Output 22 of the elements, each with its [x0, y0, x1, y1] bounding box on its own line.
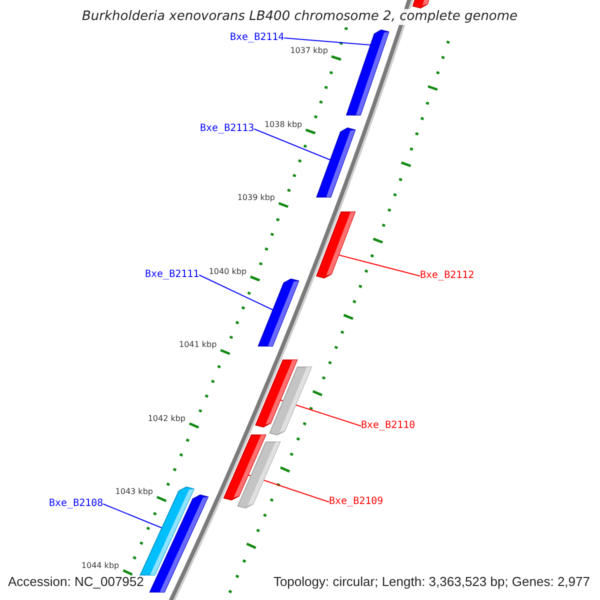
genome-info-text: Topology: circular; Length: 3,363,523 bp; Genes: 2,977 — [273, 574, 590, 590]
leader-line — [198, 274, 274, 310]
scale-label: 1041 kbp — [179, 340, 217, 350]
gene-segment — [316, 127, 356, 198]
leader-line — [284, 38, 372, 46]
accession-text: Accession: NC_007952 — [8, 574, 144, 590]
gene-label: Bxe_B2109 — [329, 496, 384, 508]
gene-segment — [346, 29, 390, 116]
leader-line — [254, 128, 331, 160]
gene-label: Bxe_B2108 — [49, 498, 104, 510]
scale-label: 1043 kbp — [115, 487, 153, 497]
scale-label: 1039 kbp — [237, 193, 276, 203]
gene-segment — [316, 212, 356, 279]
gene-label: Bxe_B2113 — [200, 123, 254, 135]
scale-label: 1042 kbp — [148, 414, 186, 424]
leader-line — [102, 504, 163, 528]
gene-segment — [258, 278, 300, 346]
gene-label: Bxe_B2111 — [145, 269, 200, 281]
leader-line — [338, 254, 420, 276]
gene-label: Bxe_B2112 — [420, 270, 474, 282]
gene-label: Bxe_B2110 — [361, 420, 416, 432]
gene-label: Bxe_B2114 — [230, 32, 284, 44]
